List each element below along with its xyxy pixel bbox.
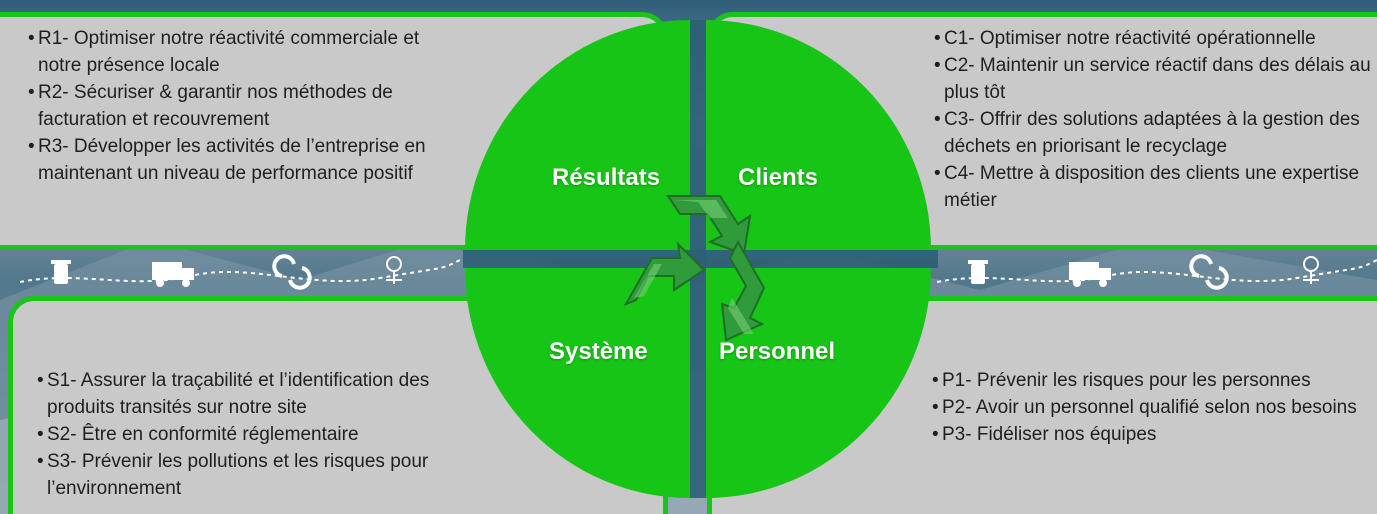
- trash-bin-icon: [51, 260, 71, 284]
- quadrant-clients: [706, 20, 931, 250]
- quadrant-label-personnel: Personnel: [719, 338, 836, 365]
- recycle-arrows-icon: [272, 254, 312, 290]
- list-item: C1- Optimiser notre réactivité opération…: [934, 25, 1377, 52]
- systeme-list: S1- Assurer la traçabilité et l’identifi…: [37, 367, 467, 502]
- recycle-arrows-icon: [1189, 254, 1229, 290]
- quadrant-resultats: [465, 20, 690, 250]
- quadrant-personnel: [706, 268, 931, 498]
- quadrant-label-clients: Clients: [738, 164, 819, 191]
- list-item: P1- Prévenir les risques pour les person…: [932, 367, 1372, 394]
- personnel-list: P1- Prévenir les risques pour les person…: [932, 367, 1372, 448]
- garbage-truck-icon: [1069, 262, 1111, 287]
- trash-bin-icon: [968, 260, 988, 284]
- clients-list: C1- Optimiser notre réactivité opération…: [934, 25, 1377, 214]
- list-item: C2- Maintenir un service réactif dans de…: [934, 52, 1377, 106]
- recycling-symbol-icon: [623, 195, 766, 342]
- flower-pot-icon: [1303, 256, 1319, 284]
- list-item: S1- Assurer la traçabilité et l’identifi…: [37, 367, 467, 421]
- list-item: S3- Prévenir les pollutions et les risqu…: [37, 448, 467, 502]
- list-item: R3- Développer les activités de l’entrep…: [28, 133, 458, 187]
- quadrant-label-systeme: Système: [549, 338, 648, 365]
- list-item: R2- Sécuriser & garantir nos méthodes de…: [28, 79, 458, 133]
- quadrant-label-resultats: Résultats: [552, 164, 661, 191]
- flower-pot-icon: [386, 256, 402, 284]
- list-item: P2- Avoir un personnel qualifié selon no…: [932, 394, 1372, 421]
- eco-icon-strip-left: [20, 254, 460, 290]
- list-item: R1- Optimiser notre réactivité commercia…: [28, 25, 458, 79]
- resultats-list: R1- Optimiser notre réactivité commercia…: [28, 25, 458, 187]
- quadrant-systeme: [465, 268, 690, 498]
- eco-icon-strip-right: [937, 254, 1377, 290]
- list-item: P3- Fidéliser nos équipes: [932, 421, 1372, 448]
- list-item: C3- Offrir des solutions adaptées à la g…: [934, 106, 1377, 160]
- panel-resultats: R1- Optimiser notre réactivité commercia…: [0, 12, 668, 250]
- garbage-truck-icon: [152, 262, 194, 287]
- list-item: C4- Mettre à disposition des clients une…: [934, 160, 1377, 214]
- quadrant-wheel: [463, 20, 938, 498]
- list-item: S2- Être en conformité réglementaire: [37, 421, 467, 448]
